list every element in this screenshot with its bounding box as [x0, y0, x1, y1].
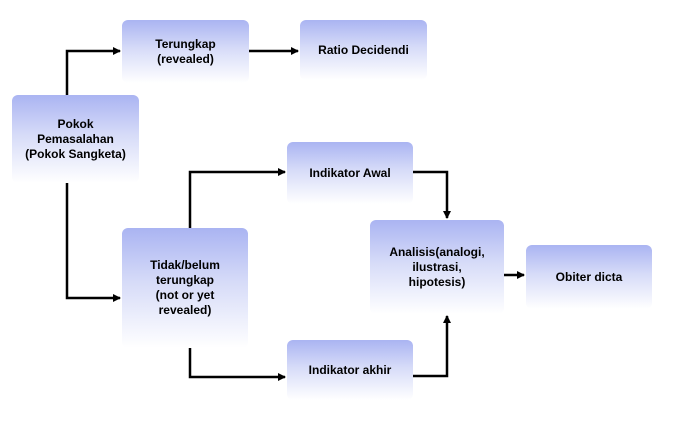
- connector-awal-to-analisis: [413, 170, 451, 219]
- node-label: Tidak/belum terungkap (not or yet reveal…: [150, 258, 220, 317]
- node-obiter-dicta: Obiter dicta: [526, 245, 652, 309]
- node-label: Indikator Awal: [309, 165, 391, 180]
- connector-akhir-to-analisis: [413, 315, 451, 378]
- node-tidak-terungkap: Tidak/belum terungkap (not or yet reveal…: [122, 228, 248, 348]
- node-label: Indikator akhir: [308, 362, 392, 377]
- node-terungkap: Terungkap (revealed): [122, 20, 249, 83]
- node-indikator-akhir: Indikator akhir: [287, 340, 413, 400]
- node-label: Analisis(analogi, ilustrasi, hipotesis): [389, 244, 485, 289]
- node-label: Terungkap (revealed): [155, 36, 216, 66]
- node-analisis: Analisis(analogi, ilustrasi, hipotesis): [370, 220, 504, 314]
- node-label: Pokok Pemasalahan (Pokok Sangketa): [25, 116, 126, 161]
- node-label: Obiter dicta: [555, 269, 623, 284]
- node-pokok-pemasalahan: Pokok Pemasalahan (Pokok Sangketa): [12, 95, 139, 183]
- connector-pokok-to-terungkap: [65, 47, 121, 95]
- node-ratio-decidendi: Ratio Decidendi: [300, 20, 427, 80]
- node-label: Ratio Decidendi: [318, 42, 409, 57]
- connector-tidak-to-awal: [188, 168, 286, 228]
- node-indikator-awal: Indikator Awal: [287, 142, 413, 204]
- connector-tidak-to-akhir: [188, 348, 286, 381]
- connector-pokok-to-tidak: [65, 183, 121, 302]
